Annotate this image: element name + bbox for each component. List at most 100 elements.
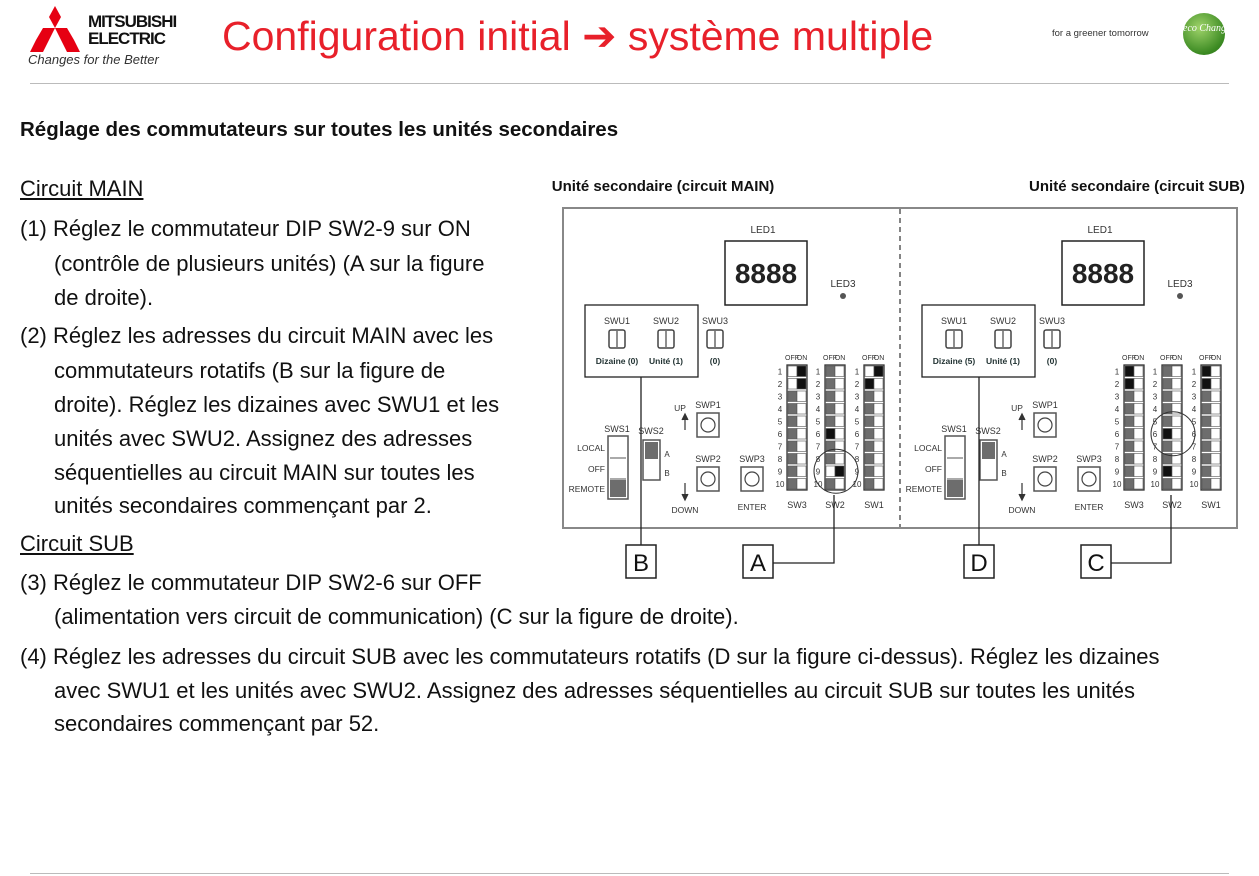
sws1-label: SWS1	[604, 424, 630, 434]
sws2-b-label: B	[1001, 469, 1006, 478]
instruction-line: (4) Réglez les adresses du circuit SUB a…	[20, 644, 1160, 669]
dip-off-cell	[1162, 365, 1173, 377]
dip-off-cell	[1124, 390, 1135, 402]
dip-on-cell	[1210, 428, 1221, 440]
dip-on-cell	[834, 403, 845, 415]
callout-box	[963, 544, 995, 579]
dip-on-cell	[873, 378, 884, 390]
dip-off-cell	[1162, 478, 1173, 490]
tagline: Changes for the Better	[28, 52, 159, 67]
dip-row-number: 4	[855, 405, 860, 414]
dip-off-cell	[1201, 478, 1212, 490]
dip-off-cell	[1162, 415, 1173, 427]
mitsubishi-diamonds-logo	[30, 6, 80, 52]
callout-box	[742, 544, 774, 579]
dip-row-number: 1	[816, 368, 821, 377]
dip-on-cell	[1133, 403, 1144, 415]
callout-line	[773, 495, 835, 564]
dip-off-cell	[864, 390, 875, 402]
down-label: DOWN	[672, 505, 699, 515]
instruction-line: de droite).	[54, 285, 154, 310]
dip-on-cell	[1133, 378, 1144, 390]
sws1-remote-position	[947, 480, 963, 497]
dip-off-cell	[787, 453, 798, 465]
dip-row-number: 1	[1153, 368, 1158, 377]
rotary-value: Dizaine (5)	[933, 356, 976, 366]
dip-off-cell	[1201, 453, 1212, 465]
led-digits: 8888	[735, 258, 797, 289]
sws1-label: SWS1	[941, 424, 967, 434]
rotary-value: Dizaine (0)	[596, 356, 639, 366]
swu1-label: SWU1	[941, 316, 967, 326]
swp3-button	[1077, 466, 1101, 492]
dip-row-number: 3	[1192, 393, 1197, 402]
dip-on-cell	[834, 428, 845, 440]
dip-row-number: 7	[778, 443, 783, 452]
dip-off-cell	[1162, 440, 1173, 452]
dip-off-label: OFF	[1199, 355, 1213, 362]
up-arrow-icon	[1018, 412, 1026, 430]
sws2-b-label: B	[664, 469, 669, 478]
button-circle	[1037, 471, 1053, 487]
dip-off-cell	[864, 415, 875, 427]
dip-on-cell	[796, 390, 807, 402]
panel-caption: Unité secondaire (circuit SUB)	[1029, 178, 1245, 195]
dip-off-cell	[864, 365, 875, 377]
dip-off-cell	[825, 453, 836, 465]
down-label: DOWN	[1009, 505, 1036, 515]
instruction-line: (3) Réglez le commutateur DIP SW2-6 sur …	[20, 570, 482, 595]
dip-on-label: ON	[1211, 355, 1222, 362]
dip-name-label: SW1	[1201, 500, 1221, 510]
dip-row-number: 6	[1115, 430, 1120, 439]
dip-on-cell	[796, 378, 807, 390]
dip-name-label: SW2	[825, 500, 845, 510]
dip-on-cell	[873, 428, 884, 440]
dip-off-cell	[1124, 453, 1135, 465]
swu2-label: SWU2	[653, 316, 679, 326]
dip-off-cell	[1124, 403, 1135, 415]
dip-on-cell	[1210, 478, 1221, 490]
dip-on-cell	[1210, 390, 1221, 402]
down-arrow-icon	[681, 483, 689, 502]
dip-on-cell	[1133, 453, 1144, 465]
dip-row-number: 8	[855, 455, 860, 464]
sws2-a-label: A	[1001, 450, 1007, 459]
dip-row-number: 2	[855, 380, 860, 389]
swp2-label: SWP2	[695, 454, 721, 464]
swp3-button	[740, 466, 764, 492]
dip-row-number: 1	[1115, 368, 1120, 377]
dip-row-number: 10	[776, 480, 785, 489]
dip-off-cell	[1124, 465, 1135, 477]
dip-off-cell	[1124, 365, 1135, 377]
button-circle	[700, 471, 716, 487]
dip-row-number: 3	[855, 393, 860, 402]
instruction-line: (alimentation vers circuit de communicat…	[54, 604, 739, 629]
callout-label: A	[750, 550, 766, 577]
dip-row-number: 1	[1192, 368, 1197, 377]
swu2-label: SWU2	[990, 316, 1016, 326]
dip-on-cell	[834, 415, 845, 427]
swp3-label: SWP3	[739, 454, 765, 464]
up-label: UP	[674, 403, 686, 413]
dip-off-cell	[1201, 365, 1212, 377]
dip-on-cell	[796, 478, 807, 490]
dip-row-number: 1	[778, 368, 783, 377]
dip-off-cell	[787, 378, 798, 390]
callout-label: C	[1087, 550, 1104, 577]
swp1-label: SWP1	[695, 400, 721, 410]
swp2-button	[696, 466, 720, 492]
dip-on-cell	[1133, 440, 1144, 452]
section-heading: Réglage des commutateurs sur toutes les …	[20, 118, 619, 141]
dip-row-number: 5	[1115, 418, 1120, 427]
rotary-value: Unité (1)	[649, 356, 683, 366]
dip-off-cell	[825, 390, 836, 402]
dip-off-cell	[825, 465, 836, 477]
highlight-circle	[813, 448, 859, 494]
dip-row-number: 3	[778, 393, 783, 402]
dip-row-number: 1	[855, 368, 860, 377]
brand-line-2: ELECTRIC	[88, 29, 166, 48]
callout-label: B	[633, 550, 649, 577]
dip-on-cell	[873, 365, 884, 377]
dip-on-cell	[1210, 453, 1221, 465]
greener-tagline: for a greener tomorrow	[1052, 28, 1149, 39]
